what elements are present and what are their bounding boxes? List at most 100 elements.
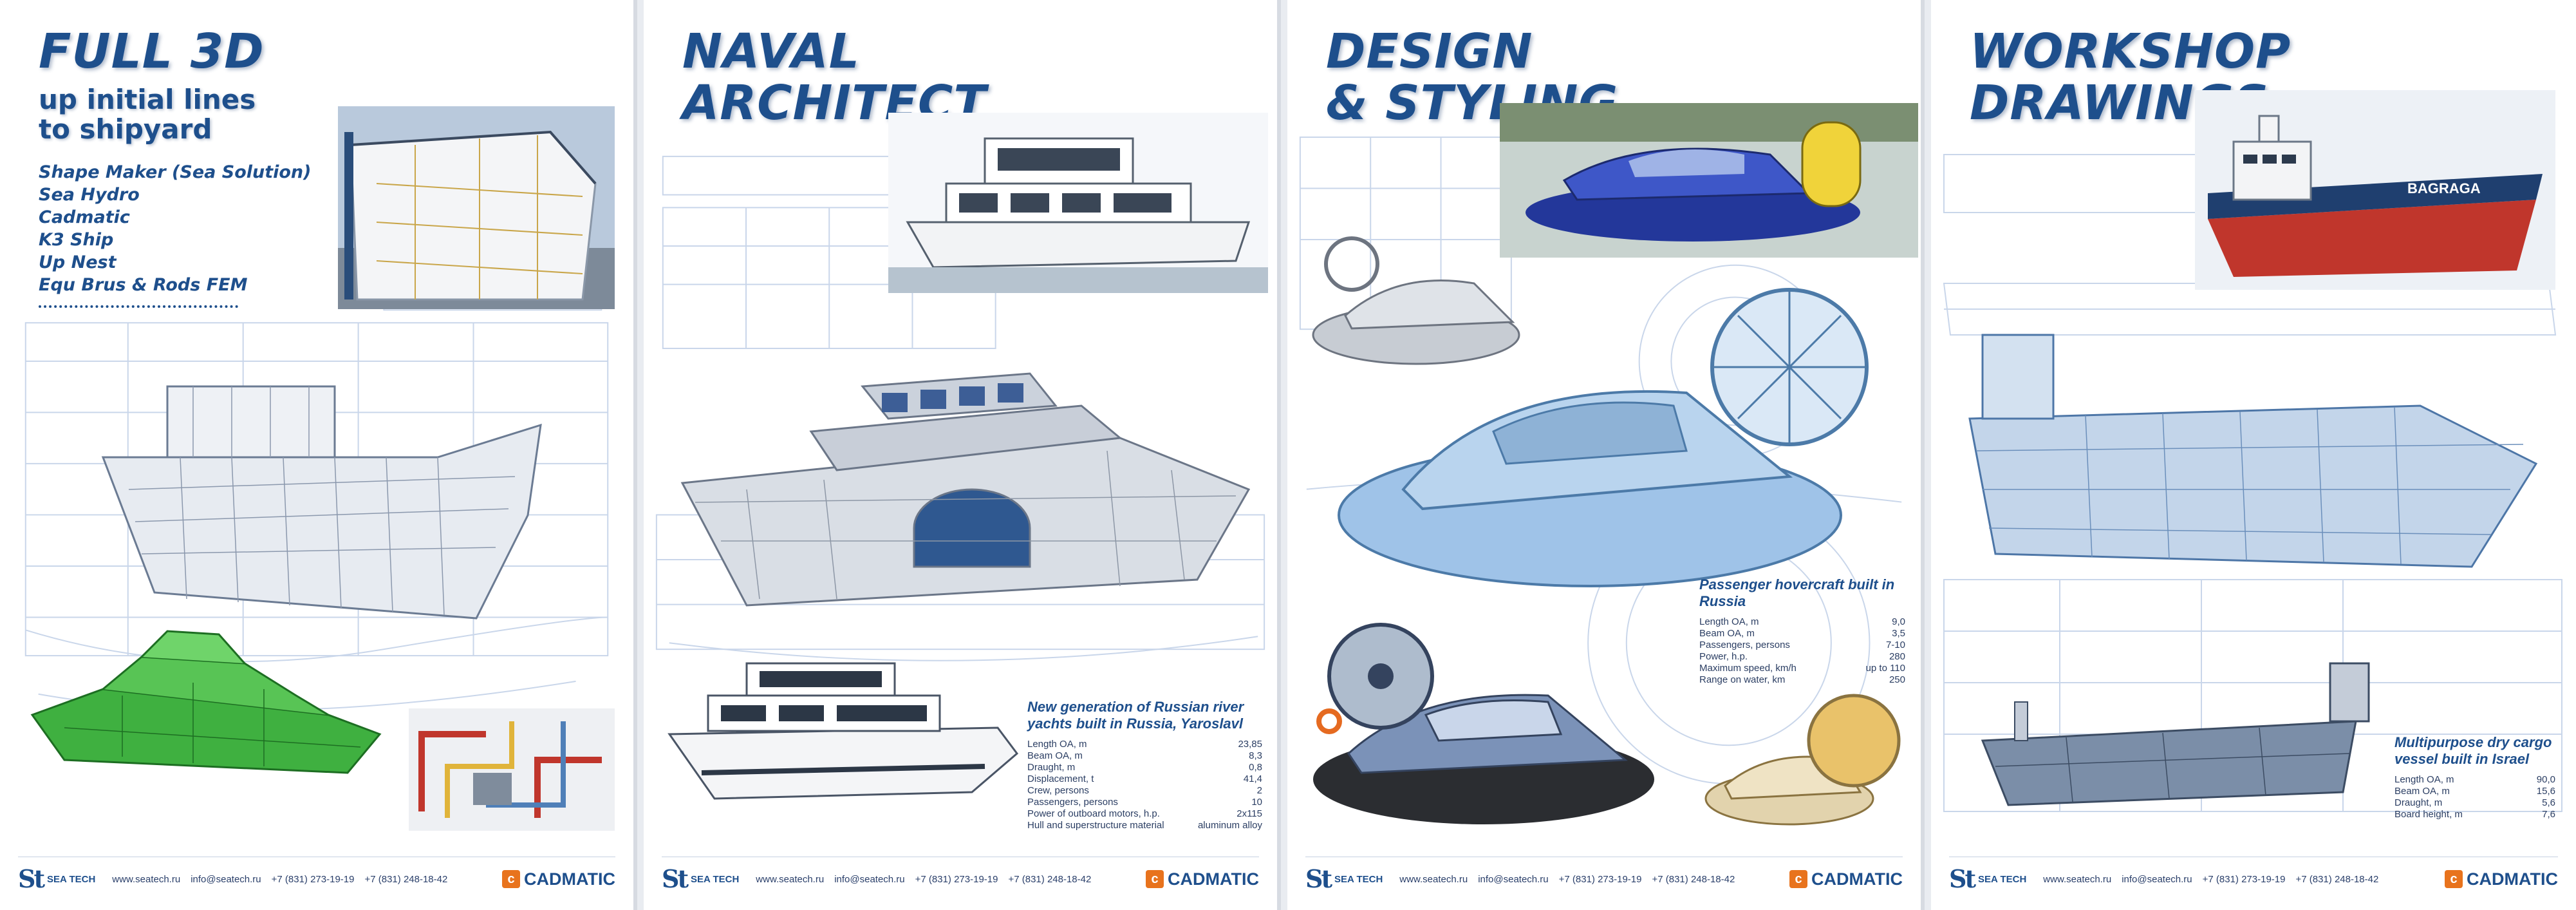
hovercraft-concept-small xyxy=(1307,225,1538,374)
panel-full-3d: FULL 3D up initial lines to shipyard Sha… xyxy=(0,0,637,910)
cadmatic-logo: c CADMATIC xyxy=(2445,869,2558,889)
email-link[interactable]: info@seatech.ru xyxy=(191,873,261,885)
title-line: DESIGN xyxy=(1326,24,1533,79)
sea-tech-brand: SEA TECH xyxy=(47,873,96,885)
spec-label: Passengers, persons xyxy=(1027,797,1118,808)
sea-tech-brand: SEA TECH xyxy=(1334,873,1383,885)
spec-value: 9,0 xyxy=(1892,616,1905,627)
panel-footer: St SEA TECH www.seatech.ru info@seatech.… xyxy=(1949,857,2558,896)
title-line: NAVAL xyxy=(682,24,860,79)
software-item: K3 Ship xyxy=(39,230,114,250)
hovercraft-fan-model xyxy=(1699,689,1912,831)
panel-footer: St SEA TECH www.seatech.ru info@seatech.… xyxy=(662,857,1259,896)
specs-title: Passenger hovercraft built in Russia xyxy=(1699,576,1895,609)
spec-label: Draught, m xyxy=(1027,762,1076,773)
spec-row: Passengers, persons 10 xyxy=(1027,797,1262,808)
cadmatic-brand: CADMATIC xyxy=(1168,869,1259,889)
specs-title: New generation of Russian river yachts b… xyxy=(1027,699,1244,732)
subtitle-line: to shipyard xyxy=(39,113,212,145)
spec-label: Maximum speed, km/h xyxy=(1699,663,1797,674)
phone-1: +7 (831) 273-19-19 xyxy=(1558,873,1642,885)
spec-label: Length OA, m xyxy=(2394,774,2454,785)
engine-room-piping-model xyxy=(409,708,615,831)
spec-label: Range on water, km xyxy=(1699,674,1786,685)
spec-label: Power of outboard motors, h.p. xyxy=(1027,808,1160,819)
river-yacht-photo xyxy=(888,113,1268,293)
email-link[interactable]: info@seatech.ru xyxy=(1478,873,1549,885)
panel-design-styling: DESIGN & STYLING xyxy=(1287,0,1925,910)
sea-tech-logo: St SEA TECH xyxy=(1949,867,2026,891)
cadmatic-logo: c CADMATIC xyxy=(502,869,615,889)
spec-row: Draught, m 0,8 xyxy=(1027,762,1262,773)
sea-tech-logo: St SEA TECH xyxy=(18,867,95,891)
spec-row: Power, h.p. 280 xyxy=(1699,651,1905,663)
cadmatic-logo-icon: c xyxy=(2445,870,2463,888)
title-line: WORKSHOP xyxy=(1970,24,2291,79)
dotted-divider xyxy=(39,305,238,308)
cadmatic-logo-icon: c xyxy=(502,870,521,888)
spec-value: 15,6 xyxy=(2536,786,2555,797)
website-link[interactable]: www.seatech.ru xyxy=(112,873,181,885)
sea-tech-logo-icon: St xyxy=(1949,864,1976,893)
spec-value: 7-10 xyxy=(1885,640,1905,650)
cargo-ship-photo: BAGRAGA xyxy=(2195,90,2555,290)
specs-title: Multipurpose dry cargo vessel built in I… xyxy=(2394,734,2552,767)
spec-value: 90,0 xyxy=(2536,774,2555,785)
spec-label: Displacement, t xyxy=(1027,773,1094,784)
website-link[interactable]: www.seatech.ru xyxy=(2043,873,2112,885)
phone-1: +7 (831) 273-19-19 xyxy=(2202,873,2286,885)
phone-1: +7 (831) 273-19-19 xyxy=(271,873,355,885)
cadmatic-logo-icon: c xyxy=(1146,870,1164,888)
software-item: Equ Brus & Rods FEM xyxy=(39,275,248,295)
panel-footer: St SEA TECH www.seatech.ru info@seatech.… xyxy=(18,857,615,896)
hovercraft-specs: Passenger hovercraft built in Russia Len… xyxy=(1699,576,1905,686)
panel-workshop-drawings: WORKSHOP DRAWINGS BAGRAGA xyxy=(1931,0,2576,910)
spec-value: 10 xyxy=(1251,797,1262,808)
spec-value: 0,8 xyxy=(1249,762,1262,773)
spec-value: 8,3 xyxy=(1249,750,1262,761)
panel-title: FULL 3D xyxy=(39,26,265,77)
ship-bow-photo xyxy=(338,106,615,309)
website-link[interactable]: www.seatech.ru xyxy=(1399,873,1468,885)
sea-tech-logo-icon: St xyxy=(662,864,689,893)
spec-label: Length OA, m xyxy=(1027,739,1087,750)
spec-value: 2 xyxy=(1256,785,1262,796)
spec-row: Length OA, m 90,0 xyxy=(2394,774,2555,786)
hull-wireframe-3d xyxy=(77,348,566,650)
river-yacht-render xyxy=(663,644,1023,818)
email-link[interactable]: info@seatech.ru xyxy=(2122,873,2192,885)
spec-value: 41,4 xyxy=(1243,773,1262,784)
website-link[interactable]: www.seatech.ru xyxy=(756,873,825,885)
cadmatic-brand: CADMATIC xyxy=(1811,869,1903,889)
ship-name: BAGRAGA xyxy=(2407,180,2481,196)
software-list: Shape Maker (Sea Solution) Sea Hydro Cad… xyxy=(39,161,312,296)
spec-label: Power, h.p. xyxy=(1699,651,1748,662)
sea-tech-logo: St SEA TECH xyxy=(1305,867,1383,891)
email-link[interactable]: info@seatech.ru xyxy=(834,873,905,885)
yacht-specs: New generation of Russian river yachts b… xyxy=(1027,699,1262,831)
spec-value: 280 xyxy=(1889,651,1905,662)
cadmatic-brand: CADMATIC xyxy=(2467,869,2558,889)
spec-label: Passengers, persons xyxy=(1699,640,1790,650)
phone-1: +7 (831) 273-19-19 xyxy=(915,873,998,885)
panel-footer: St SEA TECH www.seatech.ru info@seatech.… xyxy=(1305,857,1903,896)
title-line: FULL 3D xyxy=(39,24,265,79)
hovercraft-render xyxy=(1303,618,1664,831)
panel-naval-architect: NAVAL ARCHITECT xyxy=(644,0,1281,910)
hovercraft-3d-model xyxy=(1326,283,1912,605)
cargo-vessel-render xyxy=(1970,650,2382,831)
spec-label: Board height, m xyxy=(2394,809,2463,820)
spec-label: Hull and superstructure material xyxy=(1027,820,1164,831)
sea-tech-logo-icon: St xyxy=(18,864,45,893)
software-item: Sea Hydro xyxy=(39,185,140,205)
green-yacht-model xyxy=(26,618,386,811)
sea-tech-logo: St SEA TECH xyxy=(662,867,739,891)
spec-value: 2x115 xyxy=(1237,808,1262,819)
